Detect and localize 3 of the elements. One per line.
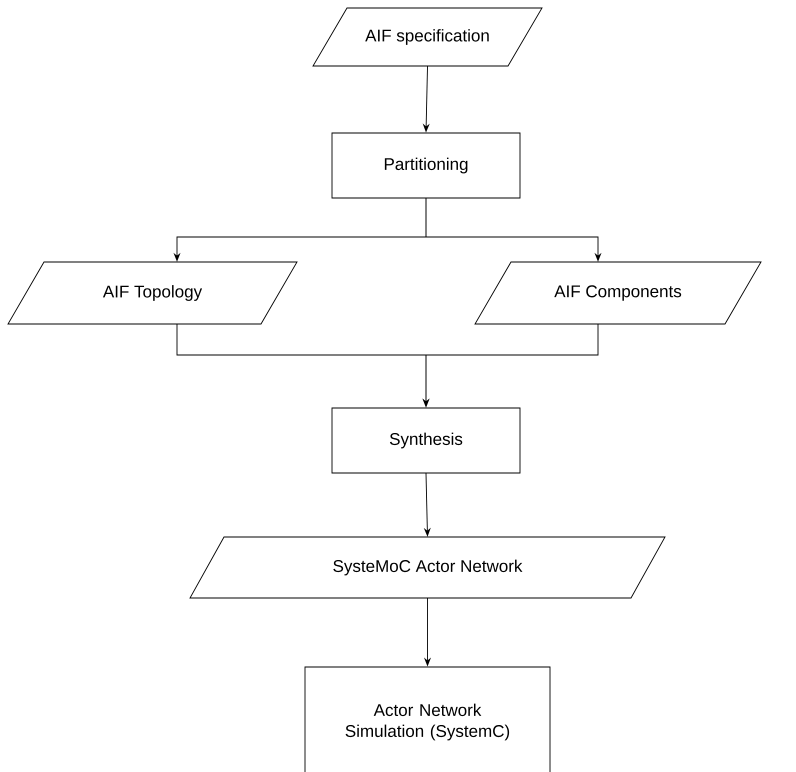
process-box: Partitioning [332,132,520,198]
process-box: Synthesis [332,408,520,474]
process-box: Actor Network Simulation (SystemC) [304,666,550,772]
